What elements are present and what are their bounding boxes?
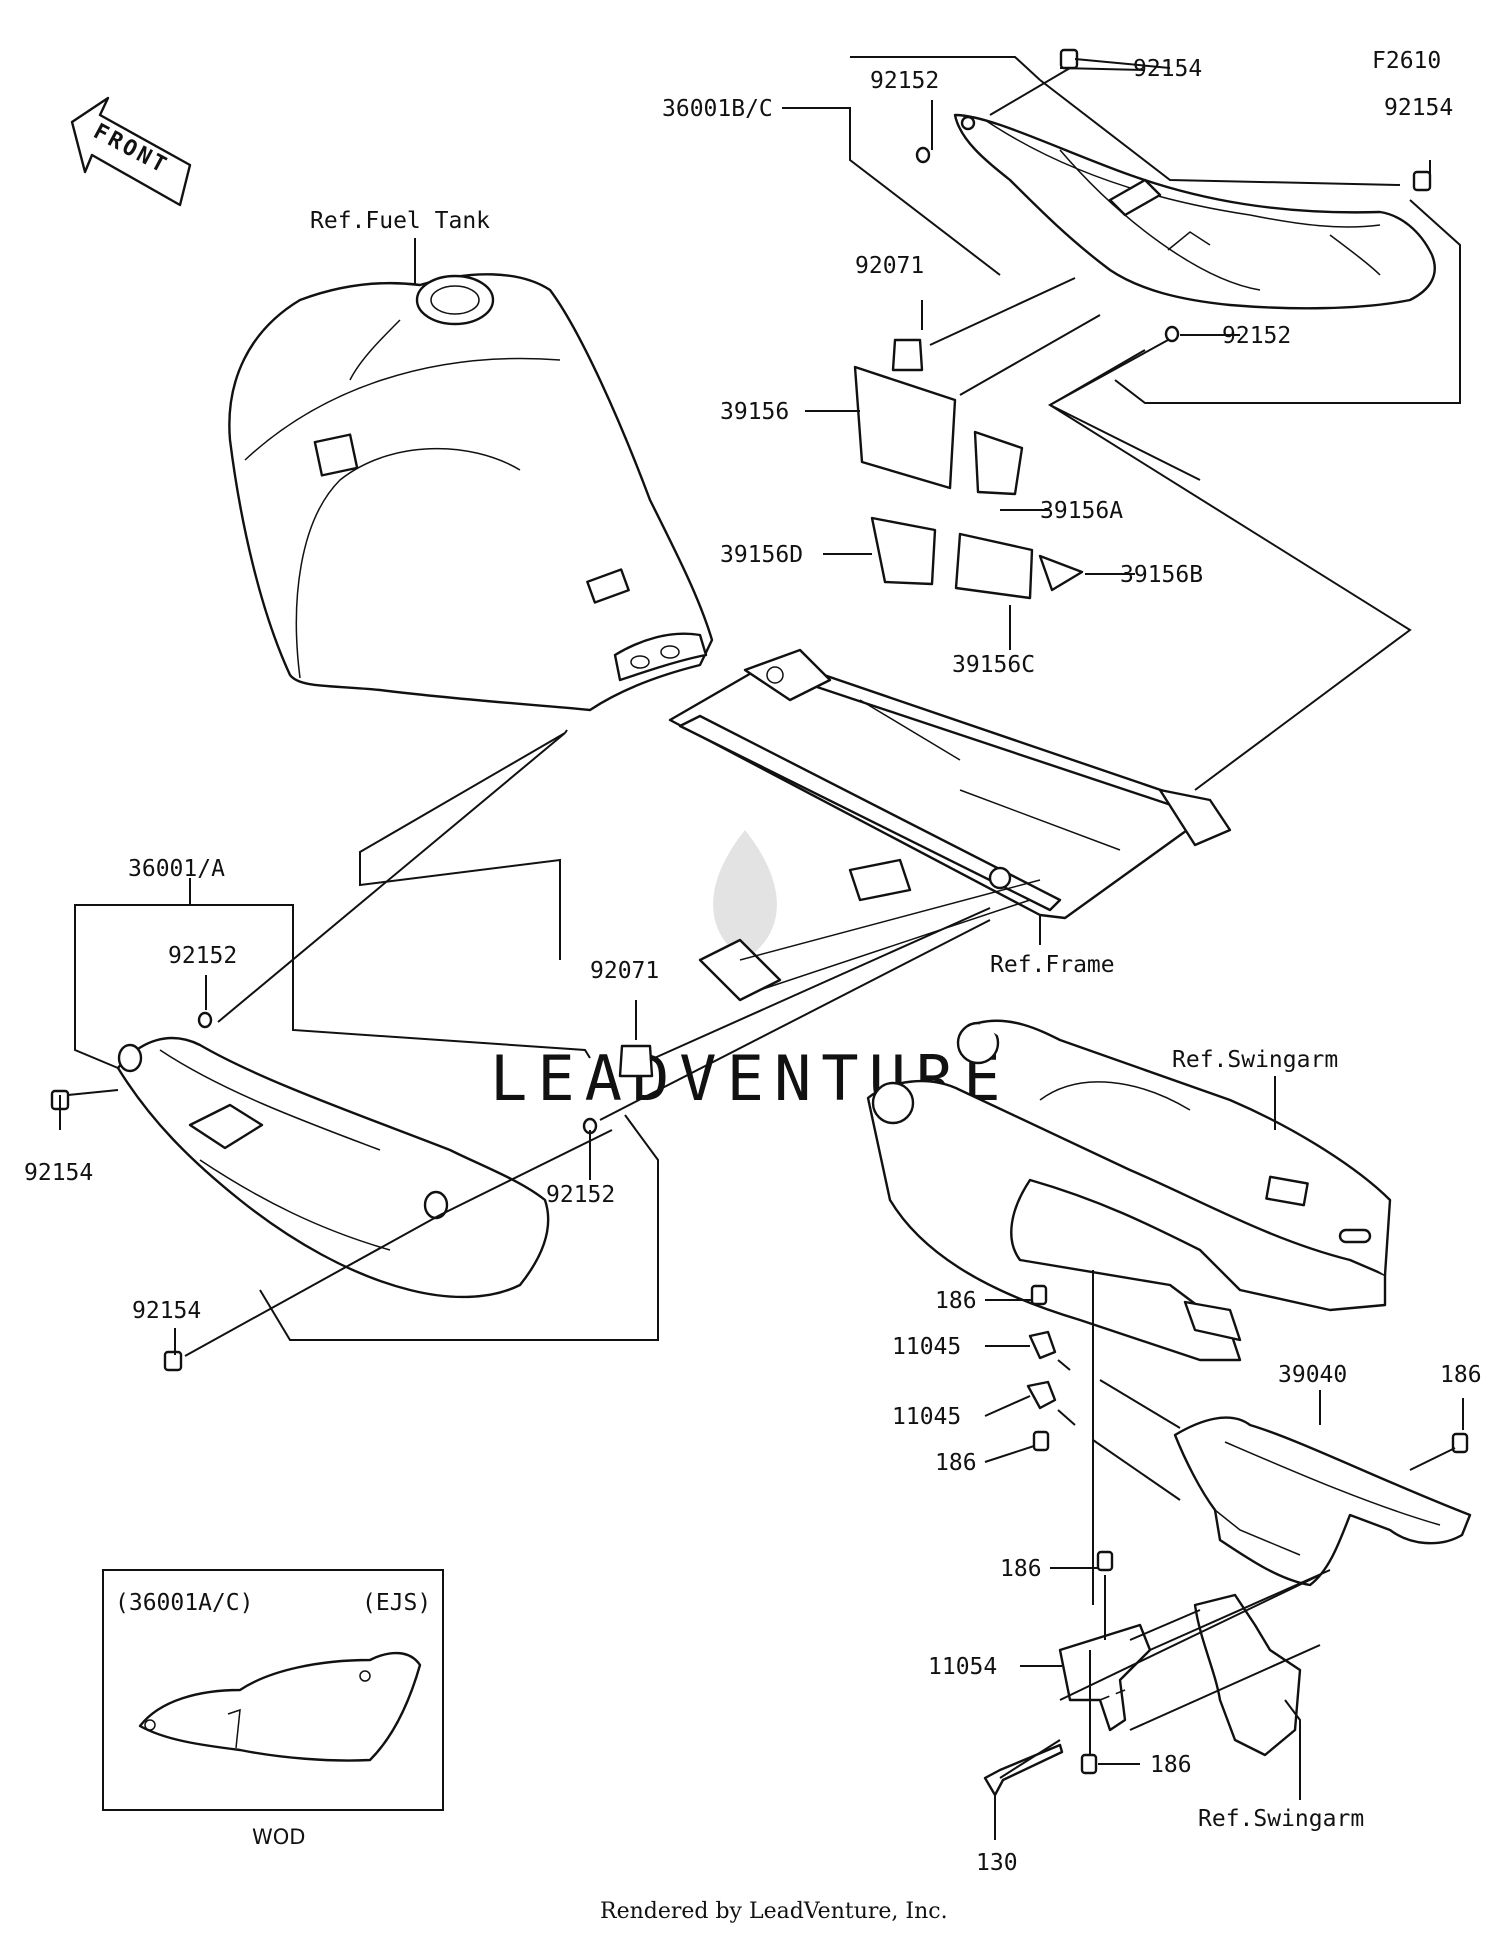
leader-lines — [59, 56, 1464, 1840]
label-39156c: 39156C — [952, 652, 1035, 678]
nut-92152-right — [1164, 325, 1180, 343]
inset-header-left: (36001A/C) — [115, 1590, 253, 1616]
nut-92152-left — [197, 1011, 213, 1029]
bolt-186-a — [1030, 1284, 1048, 1306]
swingarm — [866, 1019, 1392, 1362]
inset-side-cover — [138, 1651, 422, 1762]
ref-frame: Ref.Frame — [990, 952, 1115, 978]
label-36001bc: 36001B/C — [662, 96, 773, 122]
chain-guard — [1173, 1416, 1472, 1587]
reference-labels: Ref.Fuel Tank Ref.Frame Ref.Swingarm Ref… — [310, 208, 1364, 1832]
label-92152-right: 92152 — [1222, 323, 1291, 349]
inset-frame — [102, 1569, 444, 1811]
label-11054: 11054 — [928, 1654, 997, 1680]
label-130: 130 — [976, 1850, 1018, 1876]
part-labels: 36001B/C 92152 92154 92154 92071 92152 3… — [24, 56, 1482, 1876]
bolt-92154-top-right — [1412, 170, 1432, 192]
rear-frame — [668, 648, 1232, 1002]
label-92154-bottom-left: 92154 — [132, 1298, 201, 1324]
bolt-186-b — [1032, 1430, 1050, 1452]
label-11045-b: 11045 — [892, 1404, 961, 1430]
label-186-e: 186 — [1150, 1752, 1192, 1778]
ref-swingarm-lower: Ref.Swingarm — [1198, 1806, 1364, 1832]
label-92152-top: 92152 — [870, 68, 939, 94]
grommet-92071-mid — [618, 1044, 654, 1078]
label-92154-top-right: 92154 — [1384, 95, 1453, 121]
bolt-92154-bottom-left — [163, 1350, 183, 1372]
label-186-b: 186 — [935, 1450, 977, 1476]
inset-caption: WOD — [252, 1825, 305, 1849]
inset-panel: (36001A/C) (EJS) WOD — [102, 1569, 444, 1849]
decal-39156d — [870, 516, 937, 586]
decal-39156 — [853, 365, 957, 490]
bolt-186-c — [1451, 1432, 1469, 1454]
grommet-92071-top — [891, 338, 924, 372]
fuel-tank — [228, 273, 714, 712]
inset-header-right: (EJS) — [362, 1590, 431, 1616]
label-186-c: 186 — [1440, 1362, 1482, 1388]
ref-fuel-tank: Ref.Fuel Tank — [310, 208, 490, 234]
bolt-130 — [983, 1743, 1064, 1797]
nut-92152-top — [915, 146, 931, 164]
tail-cover — [953, 113, 1436, 310]
label-186-d: 186 — [1000, 1556, 1042, 1582]
bolt-186-d — [1096, 1550, 1114, 1572]
ref-swingarm-upper: Ref.Swingarm — [1172, 1047, 1338, 1073]
front-arrow-icon: FRONT — [70, 96, 192, 207]
label-92152-left: 92152 — [168, 943, 237, 969]
decal-39156a — [973, 430, 1024, 496]
label-92071-top: 92071 — [855, 253, 924, 279]
label-39156a: 39156A — [1040, 498, 1123, 524]
label-39156b: 39156B — [1120, 562, 1203, 588]
bolt-186-e — [1080, 1753, 1098, 1775]
label-39156: 39156 — [720, 399, 789, 425]
bolt-92154-top — [1059, 48, 1079, 70]
label-92154-top: 92154 — [1133, 56, 1202, 82]
label-92071-mid: 92071 — [590, 958, 659, 984]
clamp-11045-b — [1026, 1380, 1057, 1410]
chain-slider — [1193, 1593, 1302, 1757]
side-cover-left — [116, 1036, 550, 1299]
diagram-code: F2610 — [1372, 48, 1441, 74]
label-92152-mid: 92152 — [546, 1182, 615, 1208]
label-39040: 39040 — [1278, 1362, 1347, 1388]
label-186-a: 186 — [935, 1288, 977, 1314]
decal-39156b — [1038, 554, 1084, 592]
decal-39156c — [954, 532, 1034, 600]
footer-credit: Rendered by LeadVenture, Inc. — [600, 1899, 948, 1924]
label-92154-left: 92154 — [24, 1160, 93, 1186]
label-39156d: 39156D — [720, 542, 803, 568]
clamp-11045-a — [1028, 1330, 1057, 1360]
label-11045-a: 11045 — [892, 1334, 961, 1360]
label-36001a: 36001/A — [128, 856, 225, 882]
